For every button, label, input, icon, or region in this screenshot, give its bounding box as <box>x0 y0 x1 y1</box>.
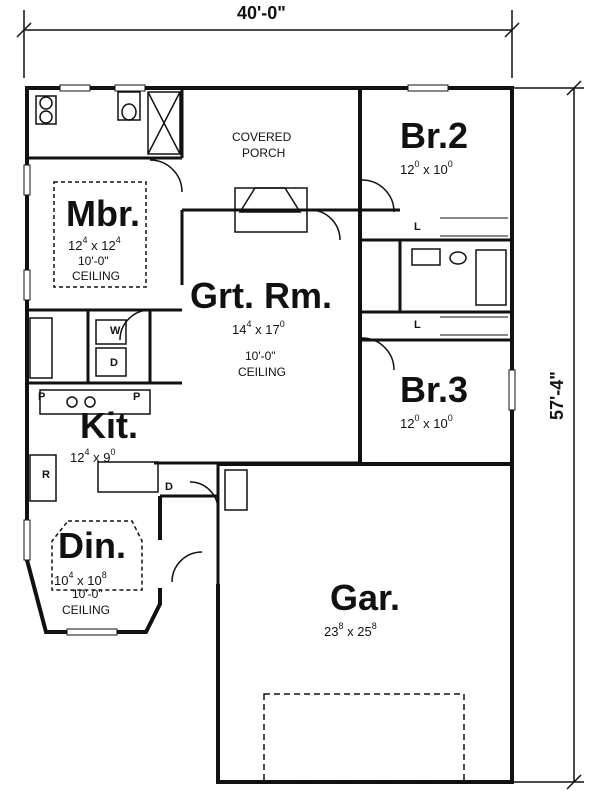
ceiling-height-din: 10'-0" <box>72 587 103 601</box>
washer-label: W <box>110 325 121 337</box>
windows <box>23 84 516 636</box>
ceiling-word-mbr: CEILING <box>72 269 121 283</box>
closet-shelves <box>440 217 508 336</box>
pantry-label-left: P <box>38 391 46 403</box>
dryer-label: D <box>110 357 118 369</box>
ceiling-word-din: CEILING <box>62 603 111 617</box>
porch-label-line2: PORCH <box>242 146 286 160</box>
room-label-br3: Br.3 <box>400 369 469 410</box>
fixtures <box>29 91 507 783</box>
room-label-kit: Kit. <box>80 405 138 446</box>
room-label-mbr: Mbr. <box>66 193 141 234</box>
linen-closet-label-br2: L <box>414 221 421 233</box>
room-label-din: Din. <box>58 525 126 566</box>
room-dims-mbr: 124 x 124 <box>68 235 121 253</box>
doors <box>119 159 395 583</box>
dishwasher-label: D <box>165 481 173 493</box>
overall-width-label: 40'-0" <box>237 3 286 23</box>
ceiling-height-grt-rm: 10'-0" <box>245 349 276 363</box>
overall-depth-label: 57'-4" <box>547 371 567 420</box>
room-dims-kit: 124 x 90 <box>70 447 116 465</box>
porch-label-line1: COVERED <box>232 130 292 144</box>
overall-depth-dimension <box>514 80 584 790</box>
room-label-br2: Br.2 <box>400 115 469 156</box>
refrigerator-label: R <box>42 469 50 481</box>
linen-closet-label-br3: L <box>414 319 421 331</box>
ceiling-height-mbr: 10'-0" <box>78 254 109 268</box>
room-dims-br3: 120 x 100 <box>400 413 453 431</box>
room-label-gar: Gar. <box>330 577 401 618</box>
room-label-grt-rm: Grt. Rm. <box>190 275 333 316</box>
room-dims-din: 104 x 108 <box>54 570 107 588</box>
room-dims-gar: 238 x 258 <box>324 621 377 639</box>
room-dims-grt-rm: 144 x 170 <box>232 319 285 337</box>
ceiling-word-grt-rm: CEILING <box>238 365 287 379</box>
room-dims-br2: 120 x 100 <box>400 159 453 177</box>
pantry-label-right: P <box>133 391 141 403</box>
interior-walls <box>27 88 512 584</box>
overall-width-dimension <box>16 10 520 78</box>
